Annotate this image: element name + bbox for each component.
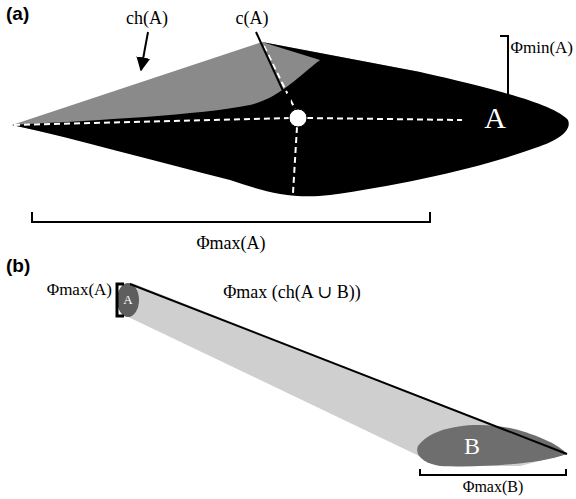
dashed-line: [293, 127, 297, 193]
label-holder: (a): [6, 3, 29, 25]
dimension-label: Φmax(B): [463, 478, 524, 496]
label-holder: Φmax (ch(A ∪ B)): [223, 281, 361, 303]
panel-label: (a): [6, 3, 29, 25]
panel-label: (b): [6, 255, 30, 277]
region-letter: B: [464, 433, 480, 460]
label-holder: (b): [6, 255, 30, 277]
label-holder: Φmin(A): [511, 38, 573, 58]
leader-arrow: [256, 32, 290, 106]
bracket: [500, 36, 508, 108]
shape-outline: [413, 419, 569, 469]
bracket: [420, 469, 566, 475]
region-letter: A: [484, 101, 506, 135]
dashed-axes: [14, 46, 462, 193]
dimension-label: Φmax(A): [196, 233, 265, 254]
text-holder: A: [123, 292, 132, 308]
center-dot: [289, 109, 307, 127]
dimension-label: Φmax (ch(A ∪ B)): [223, 281, 361, 303]
diameter-line: [130, 284, 567, 454]
callout-label: c(A): [236, 8, 269, 29]
leader-arrow: [141, 32, 148, 70]
callout-label: ch(A): [126, 8, 168, 29]
bracket: [32, 212, 430, 222]
dashed-line: [307, 118, 462, 120]
dimension-label: Φmax(A): [47, 280, 112, 300]
shape-fill: [12, 42, 569, 196]
label-holder: Φmax(B): [463, 478, 524, 496]
dimension-label: Φmin(A): [511, 38, 573, 58]
dashed-line: [264, 46, 295, 109]
text-holder: A: [484, 101, 506, 135]
bracket: [117, 284, 124, 316]
shape-region: B: [413, 419, 569, 469]
label-holder: ch(A): [126, 8, 168, 29]
shape-fill: [117, 283, 139, 317]
label-holder: c(A): [236, 8, 269, 29]
dashed-line: [14, 118, 289, 125]
label-holder: Φmax(A): [47, 280, 112, 300]
text-holder: B: [464, 433, 480, 460]
label-holder: Φmax(A): [196, 233, 265, 254]
region-letter: A: [123, 292, 132, 308]
convex-hull: [120, 283, 567, 466]
